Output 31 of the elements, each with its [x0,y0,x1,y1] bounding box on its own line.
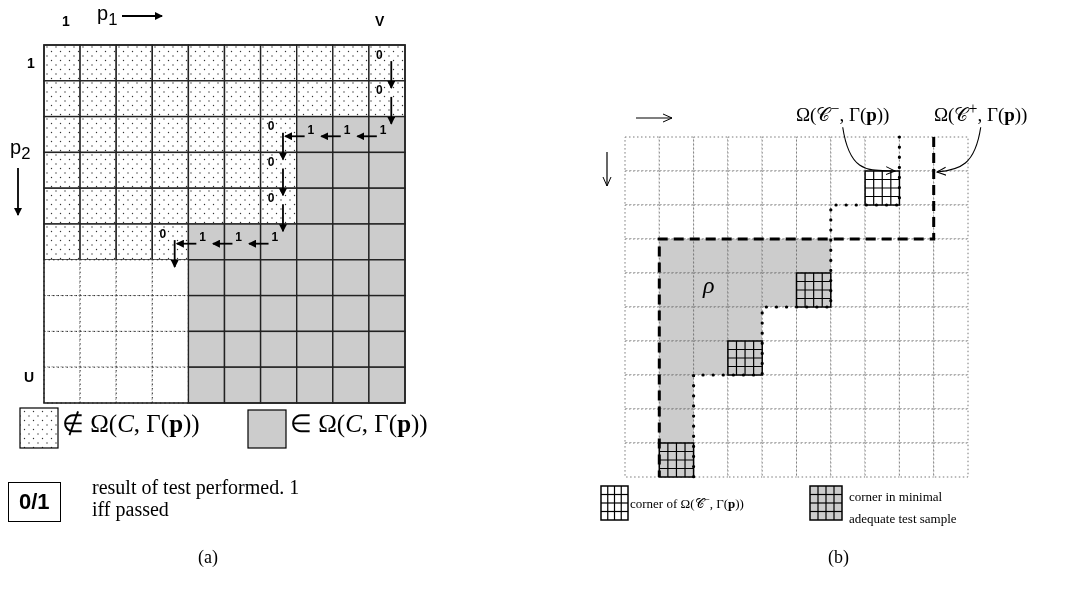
set-label: Ω(𝒞$^{+}$, Γ(p)) [934,100,1028,127]
legend-text: ∉ Ω(C, Γ(p)) [62,410,200,438]
set-label: Ω(𝒞$^{−}$, Γ(p)) [796,100,890,127]
legend-text: corner in minimal adequate test sample [849,488,958,529]
panel-caption: (b) [828,548,849,568]
region-label: ρ [703,272,715,299]
test-result: 1 [271,231,279,245]
test-result: 1 [379,123,387,137]
legend-text: corner of Ω(𝒞$^{−}$, Γ(p)) [630,494,744,512]
panel-caption: (a) [198,548,218,568]
test-result: 1 [307,123,315,137]
axis-label: p$_{2}$ [10,136,31,164]
leader-arrow [936,126,982,176]
test-result: 1 [235,231,242,245]
test-result: 0 [376,48,383,62]
column-label: V [375,14,385,30]
key-description: result of test performed. 1 iff passed [92,476,301,520]
row-number: 1 [27,56,35,72]
test-result: 0 [267,155,275,170]
test-result: 1 [343,123,351,137]
test-result-key: 0/1 [8,482,61,523]
row-label: U [24,370,35,386]
test-result: 1 [199,231,206,245]
leader-arrow [842,126,896,176]
legend-text: ∈ Ω(C, Γ(p)) [290,410,428,438]
test-result: 0 [267,191,275,205]
column-number: 1 [62,14,70,30]
test-result: 0 [267,120,275,134]
axis-label: p$_{1}$ [97,2,118,30]
test-result: 0 [376,84,383,98]
test-result: 0 [159,227,167,241]
